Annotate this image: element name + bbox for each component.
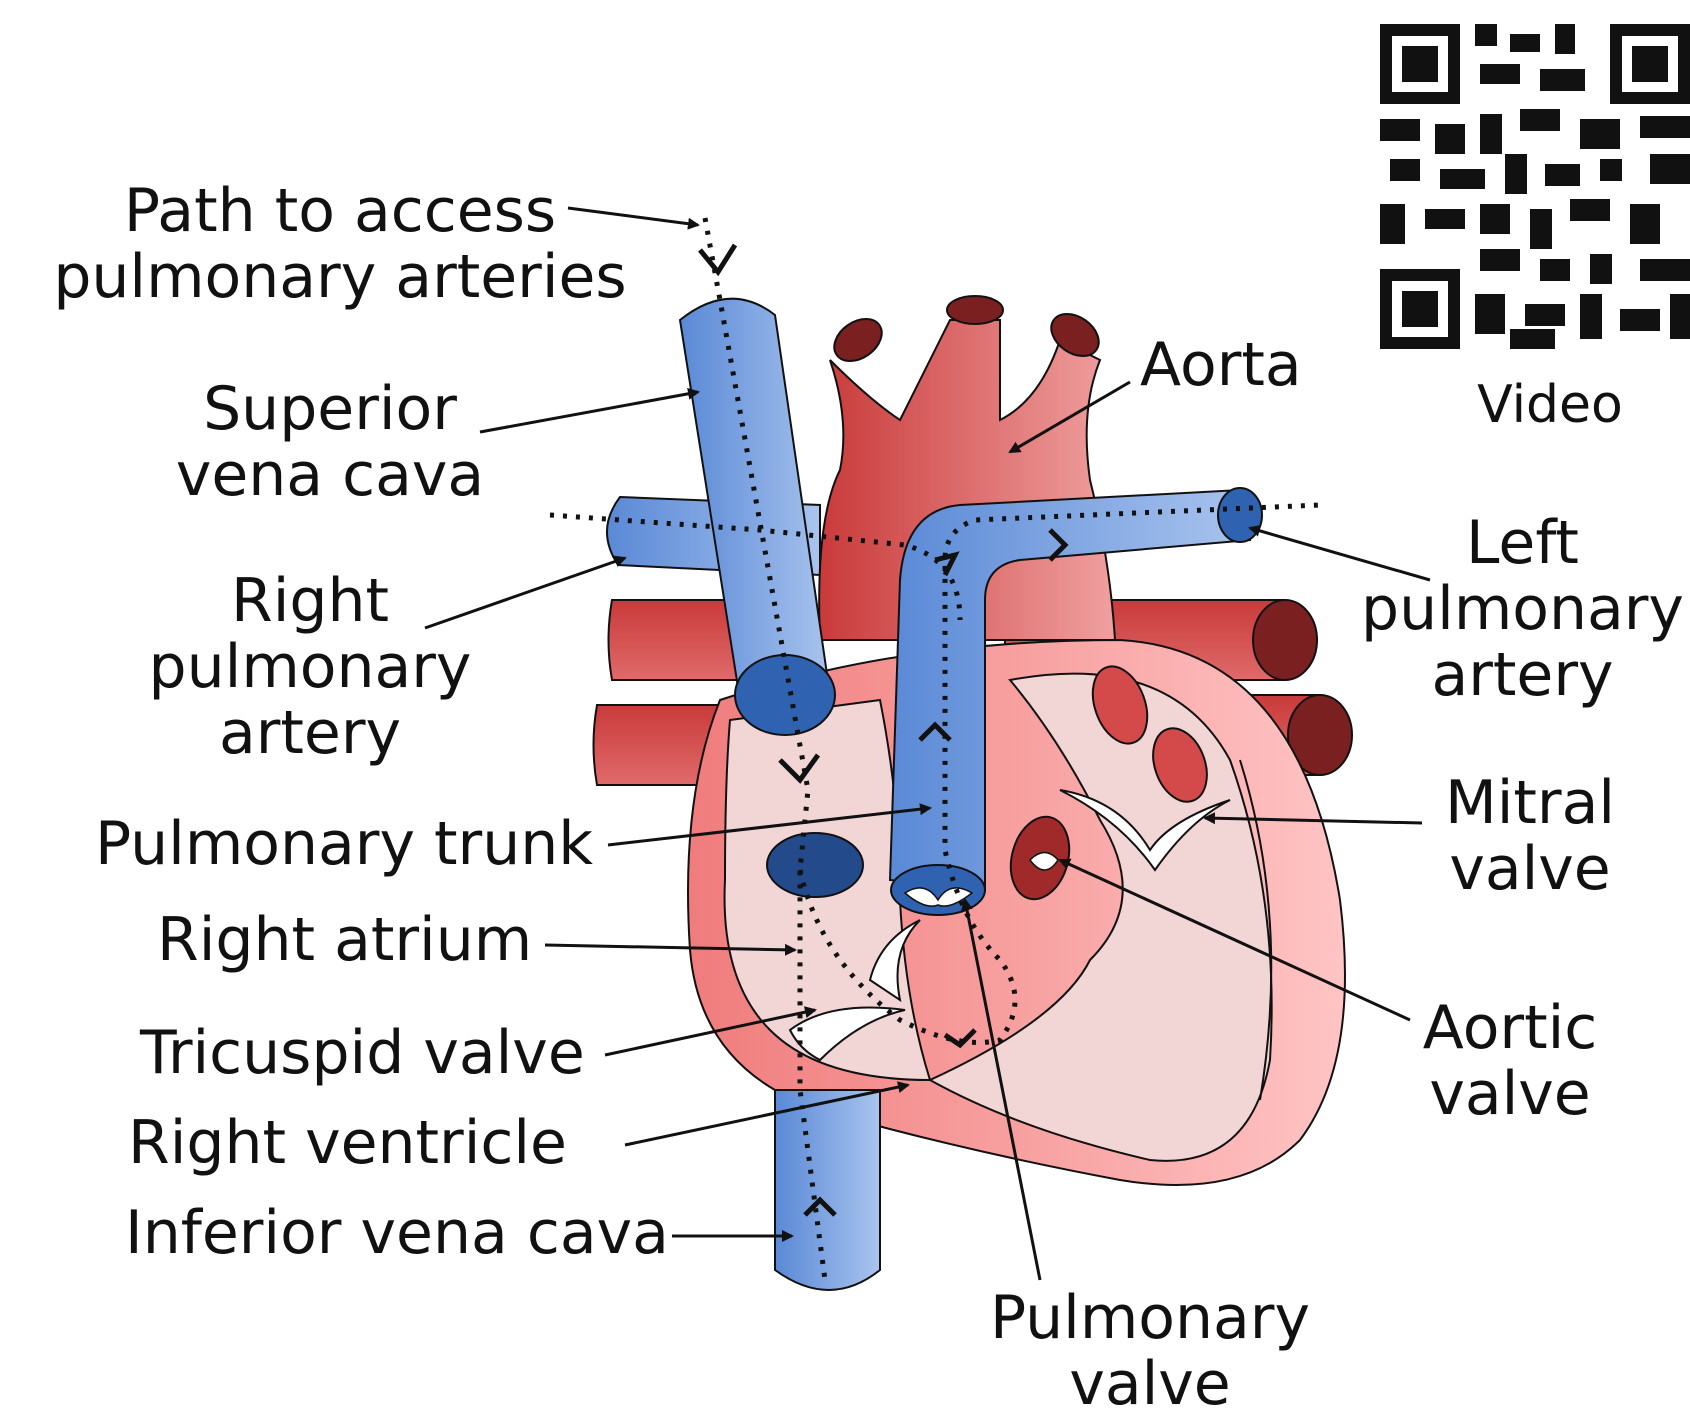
label-aorta: Aorta bbox=[1140, 332, 1302, 398]
label-left-pulmonary-artery: Left pulmonary artery bbox=[1355, 510, 1690, 708]
label-pulmonary-trunk: Pulmonary trunk bbox=[95, 811, 593, 877]
inferior-vena-cava-vessel bbox=[775, 1090, 880, 1290]
label-pulmonary-valve: Pulmonary valve bbox=[960, 1285, 1340, 1417]
label-right-atrium: Right atrium bbox=[157, 907, 532, 973]
qr-caption-video: Video bbox=[1440, 372, 1660, 438]
label-tricuspid-valve: Tricuspid valve bbox=[140, 1020, 585, 1086]
label-right-ventricle: Right ventricle bbox=[128, 1110, 567, 1176]
label-aortic-valve: Aortic valve bbox=[1390, 995, 1630, 1127]
label-right-pulmonary-artery: Right pulmonary artery bbox=[130, 568, 490, 766]
label-superior-vena-cava: Superior vena cava bbox=[150, 376, 510, 508]
qr-code[interactable] bbox=[1380, 24, 1690, 349]
label-inferior-vena-cava: Inferior vena cava bbox=[125, 1200, 669, 1266]
label-path-to-access: Path to access pulmonary arteries bbox=[40, 178, 640, 310]
label-mitral-valve: Mitral valve bbox=[1410, 770, 1650, 902]
